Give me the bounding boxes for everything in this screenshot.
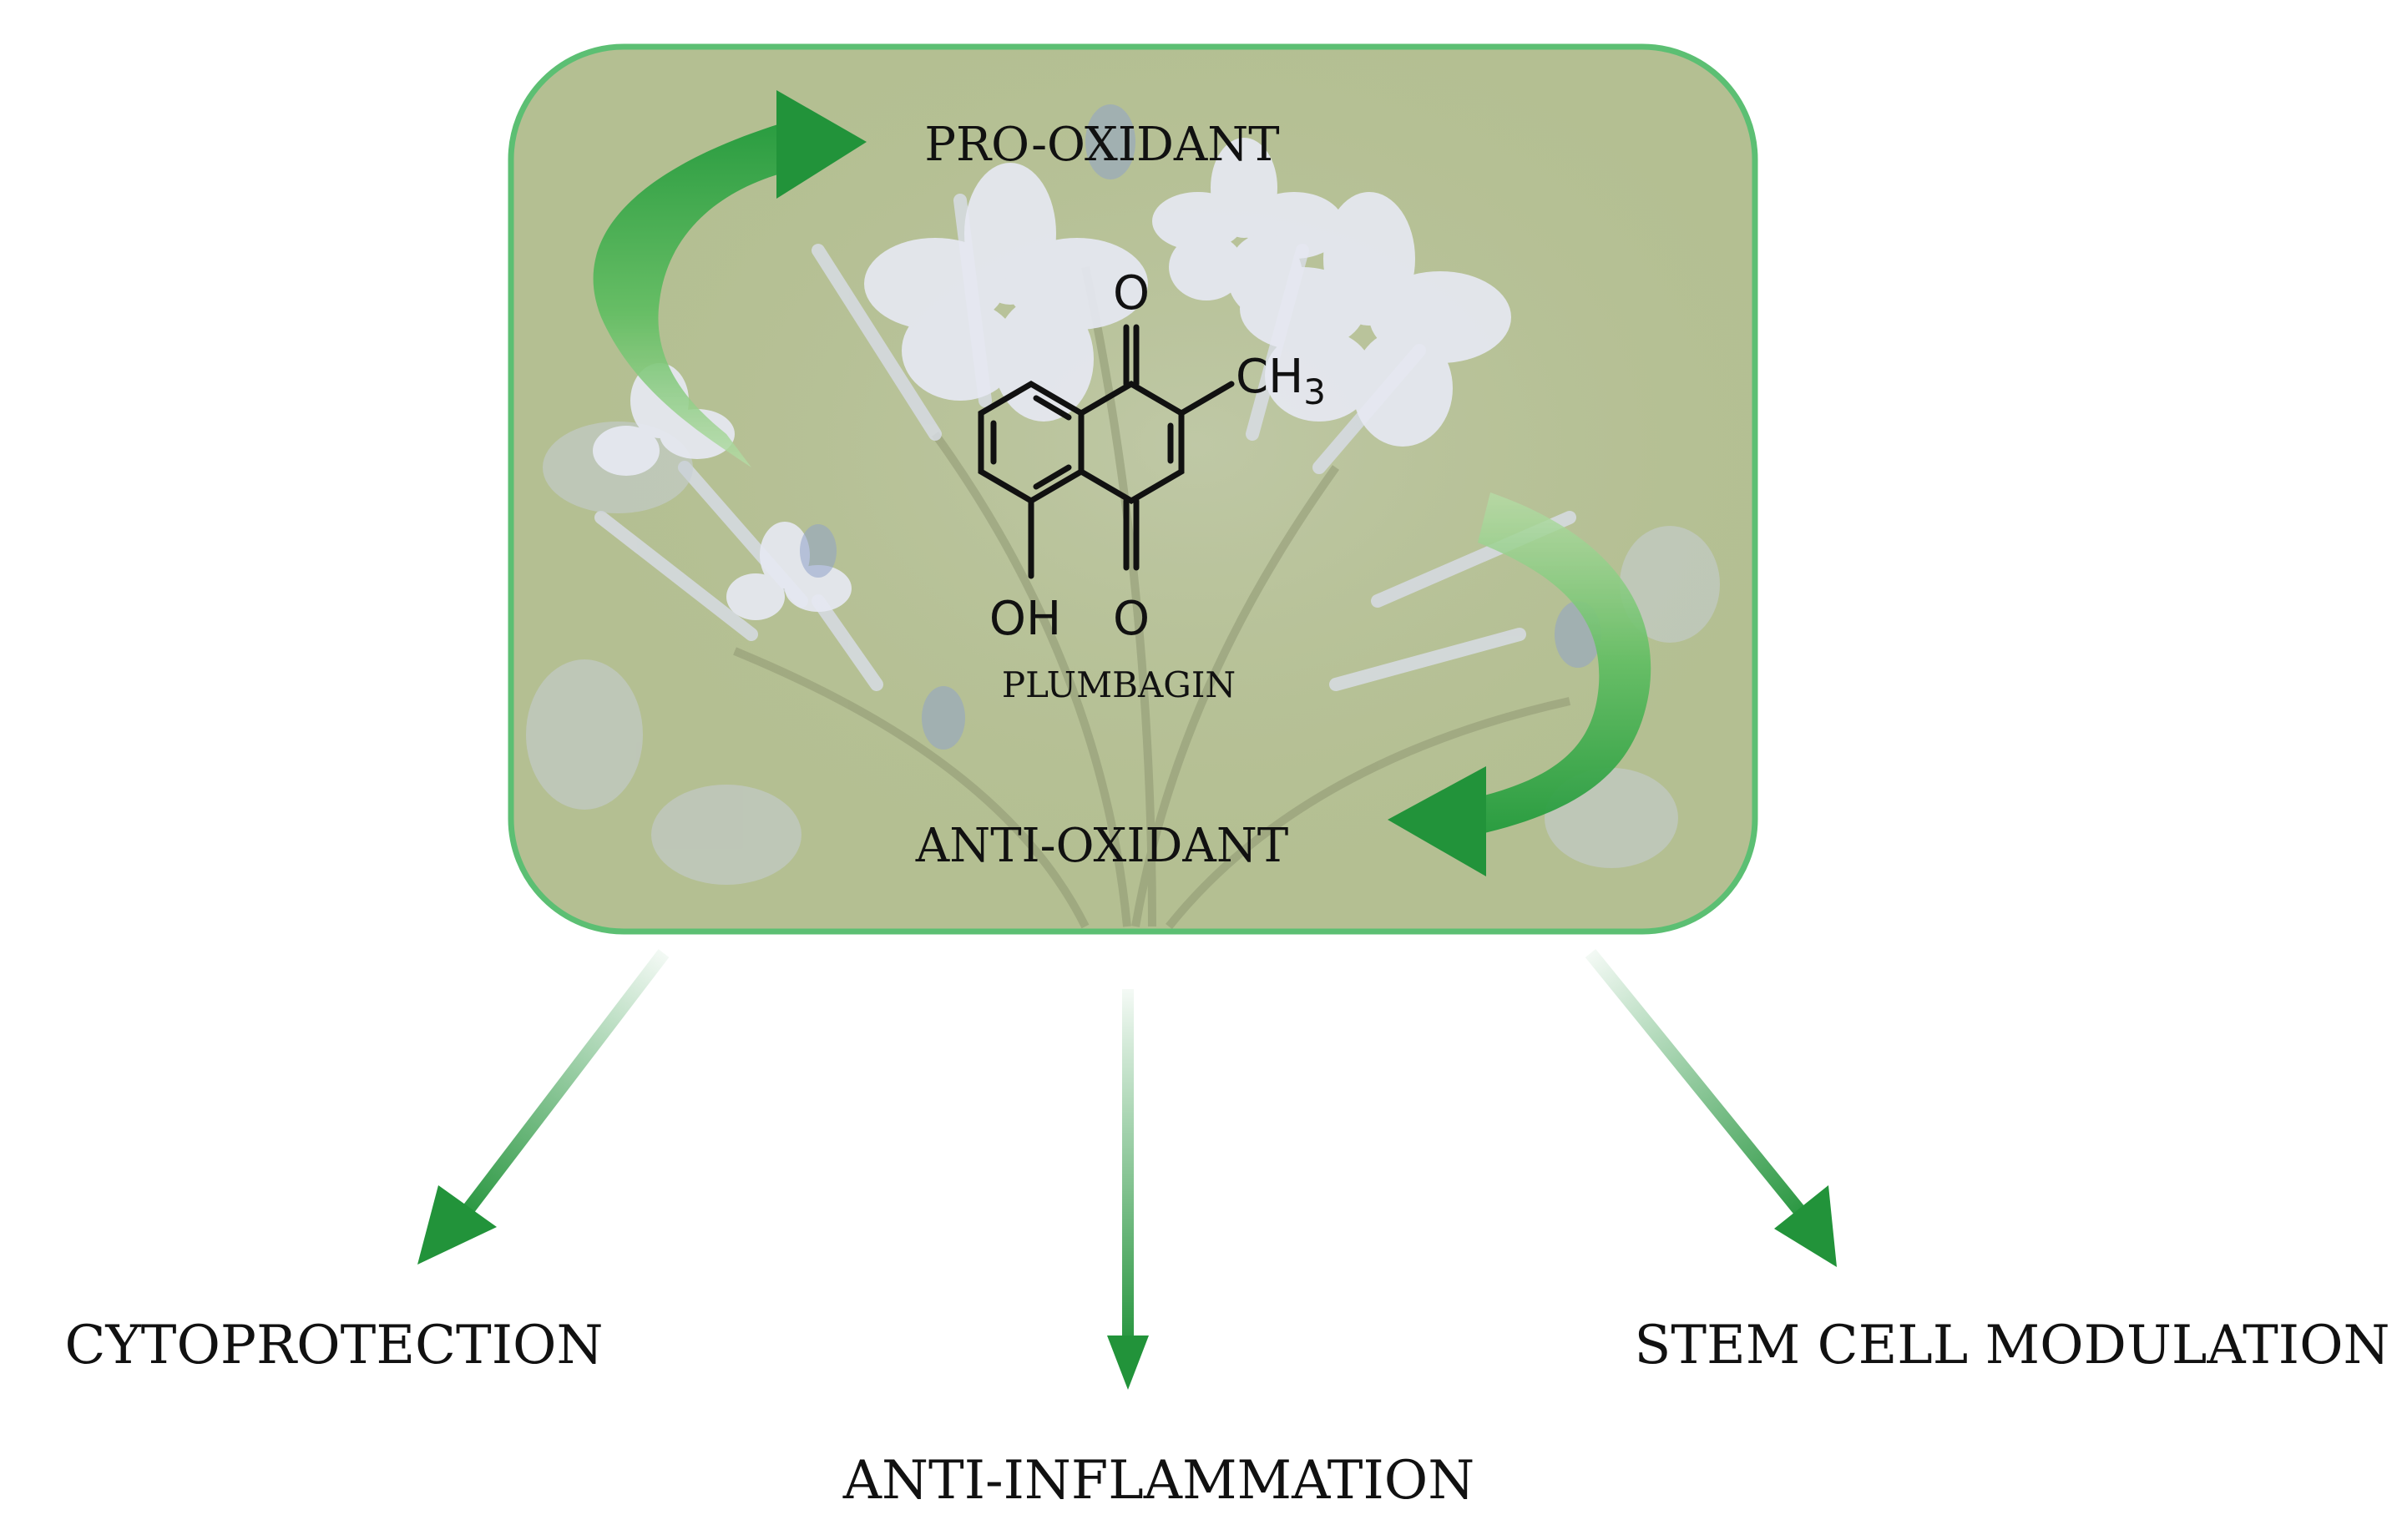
methyl-subscript: 3: [1303, 371, 1326, 412]
carbonyl-oxygen-bottom: O: [1113, 592, 1150, 646]
outcome-anti-inflammation: ANTI-INFLAMMATION: [842, 1450, 1474, 1512]
carbonyl-oxygen-top: O: [1113, 266, 1150, 321]
curved-arrow-to-anti-oxidant: [1388, 492, 1651, 876]
anti-oxidant-label: ANTI-OXIDANT: [915, 819, 1288, 873]
methyl-ch: CH: [1236, 350, 1303, 404]
pro-oxidant-label: PRO-OXIDANT: [924, 118, 1279, 172]
arrow-to-stem-cell-modulation: [1585, 948, 1837, 1267]
arrow-to-cytoprotection: [417, 949, 670, 1265]
plumbagin-structure: [978, 324, 1235, 579]
hydroxyl-label: OH: [989, 592, 1061, 646]
quinone-ring: [1078, 380, 1185, 505]
methyl-group-label: CH3: [1236, 350, 1326, 412]
curved-arrow-to-pro-oxidant: [593, 90, 867, 467]
compound-name-label: PLUMBAGIN: [1002, 664, 1236, 705]
arrow-to-anti-inflammation: [1107, 989, 1149, 1390]
center-box-border: [508, 43, 1758, 935]
outcome-stem-cell-modulation: STEM CELL MODULATION: [1634, 1315, 2389, 1376]
outcome-cytoprotection: CYTOPROTECTION: [65, 1315, 604, 1376]
